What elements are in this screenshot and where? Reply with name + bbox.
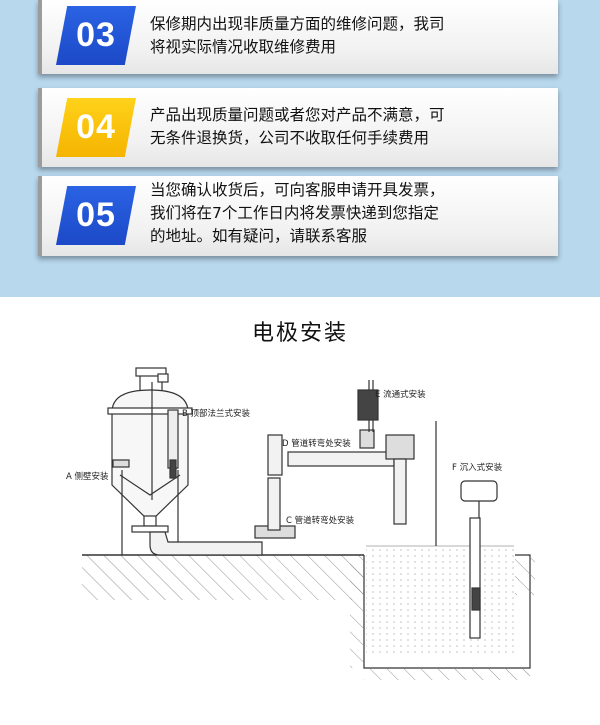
- card-line: 无条件退换货，公司不收取任何手续费用: [150, 129, 430, 147]
- submerged-sensor: [435, 421, 498, 639]
- label-e: E 流通式安装: [375, 389, 426, 400]
- card-text-03: 保修期内出现非质量方面的维修问题，我司 将视实际情况收取维修费用: [150, 13, 545, 59]
- section-title: 电极安装: [251, 321, 348, 346]
- card-line: 保修期内出现非质量方面的维修问题，我司: [150, 15, 445, 33]
- badge-number: 03: [76, 16, 116, 54]
- ground: [82, 554, 535, 680]
- number-badge-05: 05: [56, 186, 136, 245]
- card-text-04: 产品出现质量问题或者您对产品不满意，可 无条件退换货，公司不收取任何手续费用: [150, 104, 545, 150]
- label-c: C 管道转弯处安装: [286, 515, 355, 526]
- info-card-04: 04 产品出现质量问题或者您对产品不满意，可 无条件退换货，公司不收取任何手续费…: [38, 88, 558, 167]
- label-b: B 顶部法兰式安装: [182, 408, 251, 419]
- number-badge-03: 03: [56, 6, 136, 65]
- card-line: 的地址。如有疑问，请联系客服: [150, 227, 368, 245]
- label-a: A 侧壁安装: [66, 471, 109, 482]
- number-badge-04: 04: [56, 98, 136, 157]
- electrode-installation-diagram: A 侧壁安装 B 顶部法兰式安装 C 管道转弯处安装 D 管道转弯处安装 E 流…: [66, 367, 535, 680]
- badge-number: 05: [76, 196, 116, 234]
- card-text-05: 当您确认收货后，可向客服申请开具发票， 我们将在7个工作日内将发票快递到您指定 …: [150, 179, 545, 248]
- card-stripe: [38, 0, 42, 74]
- label-d: D 管道转弯处安装: [282, 438, 351, 449]
- label-f: F 沉入式安装: [452, 462, 503, 473]
- pipe-system: [149, 380, 415, 556]
- badge-number: 04: [76, 108, 116, 146]
- card-stripe: [38, 88, 42, 167]
- tank: [107, 367, 193, 555]
- diagram-labels: A 侧壁安装 B 顶部法兰式安装 C 管道转弯处安装 D 管道转弯处安装 E 流…: [66, 389, 503, 526]
- card-line: 当您确认收货后，可向客服申请开具发票，: [150, 181, 445, 199]
- card-line: 将视实际情况收取维修费用: [150, 38, 337, 56]
- info-card-05: 05 当您确认收货后，可向客服申请开具发票， 我们将在7个工作日内将发票快递到您…: [38, 176, 558, 256]
- card-line: 我们将在7个工作日内将发票快递到您指定: [150, 204, 439, 222]
- tank-water: [366, 545, 514, 656]
- card-stripe: [38, 176, 42, 256]
- info-card-03: 03 保修期内出现非质量方面的维修问题，我司 将视实际情况收取维修费用: [38, 0, 558, 74]
- card-line: 产品出现质量问题或者您对产品不满意，可: [150, 106, 445, 124]
